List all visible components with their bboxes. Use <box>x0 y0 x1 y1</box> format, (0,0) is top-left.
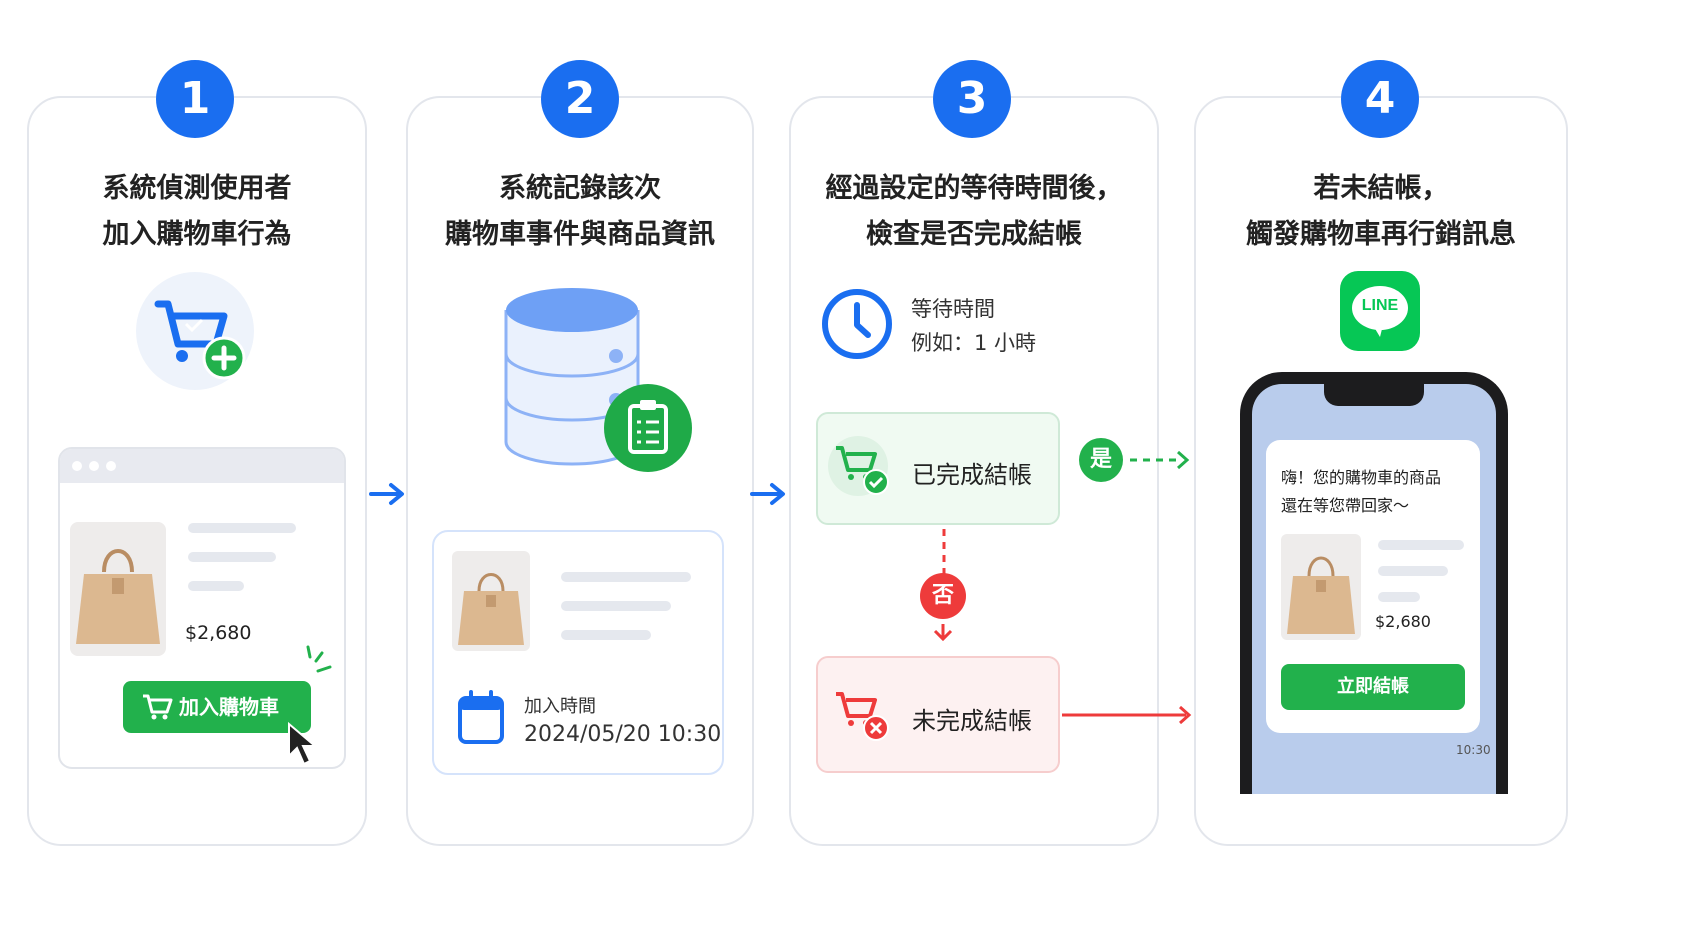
click-sparkle-icon <box>306 645 332 673</box>
placeholder-line <box>188 523 296 533</box>
product-image-handbag <box>452 551 530 651</box>
browser-dot <box>106 461 116 471</box>
dashed-line-down <box>942 529 946 581</box>
step-2-title: 系統記錄該次 購物車事件與商品資訊 <box>406 166 754 258</box>
step-4-title-line1: 若未結帳， <box>1313 173 1449 204</box>
step-2-title-line2: 購物車事件與商品資訊 <box>445 219 715 250</box>
wait-time-example: 例如：1 小時 <box>911 331 1037 355</box>
step-3-title: 經過設定的等待時間後， 檢查是否完成結帳 <box>789 166 1159 258</box>
step-1-title: 系統偵測使用者 加入購物車行為 <box>27 166 367 258</box>
placeholder-line <box>188 581 244 591</box>
step-3-title-line1: 經過設定的等待時間後， <box>825 173 1123 204</box>
browser-dot <box>89 461 99 471</box>
product-price: $2,680 <box>1375 612 1431 631</box>
arrow-right-icon <box>750 483 785 505</box>
database-icon <box>504 288 692 472</box>
arrow-right-icon <box>369 483 404 505</box>
step-1-title-line1: 系統偵測使用者 <box>102 173 292 204</box>
cart-check-icon <box>828 436 889 496</box>
add-time-value: 2024/05/20 10:30 <box>524 722 722 747</box>
clock-icon <box>822 289 892 359</box>
checkout-now-button[interactable]: 立即結帳 <box>1281 664 1465 710</box>
placeholder-line <box>188 552 276 562</box>
browser-dot <box>72 461 82 471</box>
message-line1: 嗨！您的購物車的商品 <box>1281 468 1442 487</box>
yes-badge: 是 <box>1079 438 1123 482</box>
placeholder-line <box>561 630 651 640</box>
step-4-title: 若未結帳， 觸發購物車再行銷訊息 <box>1194 166 1568 258</box>
message-timestamp: 10:30 <box>1456 743 1491 757</box>
placeholder-line <box>1378 566 1448 576</box>
wait-time-label: 等待時間 <box>911 297 995 321</box>
calendar-icon <box>458 690 504 744</box>
cart-icon <box>143 694 173 720</box>
browser-titlebar <box>60 449 344 483</box>
step-2-title-line1: 系統記錄該次 <box>499 173 661 204</box>
placeholder-line <box>1378 592 1420 602</box>
product-price: $2,680 <box>185 622 252 644</box>
add-to-cart-button[interactable]: 加入購物車 <box>123 681 311 733</box>
checkout-completed-label: 已完成結帳 <box>912 461 1032 489</box>
add-time-label: 加入時間 <box>524 696 596 717</box>
placeholder-line <box>1378 540 1464 550</box>
arrow-right-red-icon <box>1062 705 1192 725</box>
product-image-handbag <box>70 522 166 656</box>
step-1-title-line2: 加入購物車行為 <box>102 219 292 250</box>
step-3-title-line2: 檢查是否完成結帳 <box>866 219 1082 250</box>
cart-plus-icon <box>136 272 254 390</box>
step-4-title-line2: 觸發購物車再行銷訊息 <box>1246 219 1516 250</box>
step-1-number-badge: 1 <box>156 60 234 138</box>
step-3-number-badge: 3 <box>933 60 1011 138</box>
placeholder-line <box>561 572 691 582</box>
product-image-handbag <box>1281 534 1361 640</box>
placeholder-line <box>561 601 671 611</box>
dashed-arrow-right-icon <box>1130 450 1190 470</box>
mouse-cursor-icon <box>288 721 318 766</box>
step-2-number-badge: 2 <box>541 60 619 138</box>
message-line2: 還在等您帶回家～ <box>1281 496 1410 515</box>
line-logo-text: LINE <box>1361 297 1399 314</box>
checkout-not-completed-label: 未完成結帳 <box>912 707 1032 735</box>
arrow-down-icon <box>933 624 953 642</box>
cart-cross-icon <box>836 692 889 741</box>
no-badge: 否 <box>920 573 966 619</box>
phone-notch <box>1324 384 1424 406</box>
add-to-cart-label: 加入購物車 <box>179 695 279 719</box>
step-4-number-badge: 4 <box>1341 60 1419 138</box>
line-app-icon: LINE <box>1340 271 1420 351</box>
